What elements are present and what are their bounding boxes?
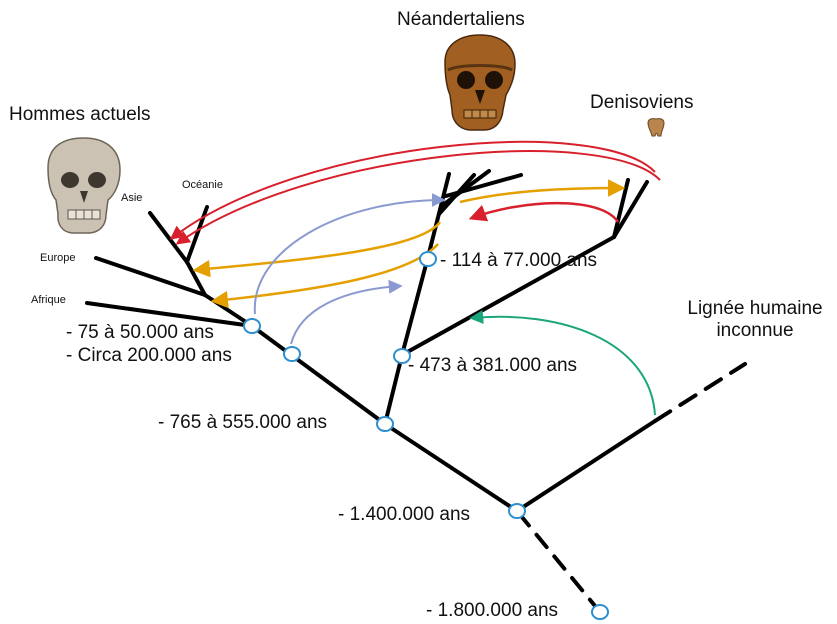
- neanderthals-label: Néandertaliens: [397, 9, 525, 31]
- node-765-555-label: - 765 à 555.000 ans: [158, 412, 327, 434]
- unknown-lineage-dashed-branch: [655, 364, 745, 421]
- node-75-50: [244, 319, 260, 333]
- archaic-stem-branch: [385, 355, 402, 424]
- node-1800: [592, 605, 608, 619]
- neanderthal-to-denisovan-arrow: [460, 188, 622, 202]
- node-114-77-label: - 114 à 77.000 ans: [440, 250, 597, 272]
- unknown-lineage-line-2: inconnue: [680, 320, 830, 342]
- node-200: [284, 347, 300, 361]
- neanderthal-to-modern-arrow-1: [196, 222, 440, 270]
- node-1800-label: - 1.800.000 ans: [426, 600, 558, 622]
- denisovan-to-asia-arrow-2: [178, 151, 660, 243]
- root-branch: [517, 511, 600, 612]
- neanderthal-skull-icon: [445, 35, 515, 130]
- modern-humans-label: Hommes actuels: [9, 104, 151, 126]
- oceania-label: Océanie: [182, 179, 223, 191]
- denisovan-to-neanderthal-arrow: [472, 203, 618, 222]
- africa-label: Afrique: [31, 294, 66, 306]
- node-1400: [509, 504, 525, 518]
- unknown-lineage-label: Lignée humaine inconnue: [680, 298, 830, 342]
- denisovan-tooth-icon: [648, 119, 664, 136]
- node-200-label: - Circa 200.000 ans: [66, 345, 232, 367]
- denisovan-to-asia-arrow-1: [172, 142, 655, 238]
- node-765-555: [377, 417, 393, 431]
- modern-to-neanderthal-arrow-2: [291, 286, 400, 344]
- node-114-77: [420, 252, 436, 266]
- asia-branch: [150, 213, 187, 262]
- trunk-branch: [385, 424, 517, 511]
- europe-label: Europe: [40, 252, 75, 264]
- unknown-lineage-line-1: Lignée humaine: [680, 298, 830, 320]
- asia-label: Asie: [121, 192, 142, 204]
- modern-skull-icon: [48, 138, 120, 233]
- modern-to-neanderthal-arrow-1: [255, 200, 443, 314]
- unknown-lineage-branch: [517, 421, 655, 511]
- node-75-50-label: - 75 à 50.000 ans: [66, 322, 214, 344]
- neanderthal-to-modern-arrow-2: [214, 244, 438, 301]
- neanderthal-branch: [402, 257, 428, 355]
- modern-human-branch: [252, 326, 385, 424]
- node-1400-label: - 1.400.000 ans: [338, 504, 470, 526]
- denisovans-label: Denisoviens: [590, 92, 694, 114]
- node-473-381-label: - 473 à 381.000 ans: [408, 355, 577, 377]
